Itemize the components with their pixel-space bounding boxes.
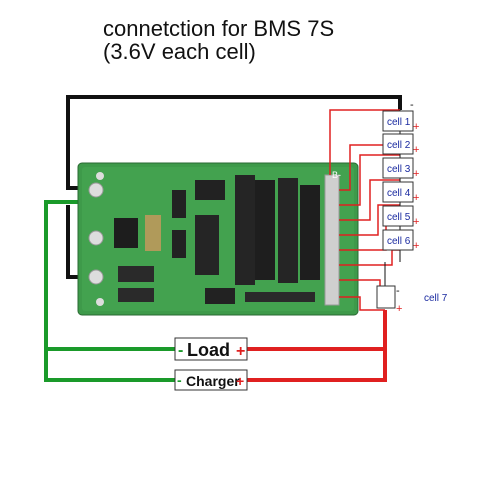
svg-text:-: - — [410, 99, 414, 111]
red-positive-wire — [247, 310, 387, 382]
diagram-title-line2: (3.6V each cell) — [103, 39, 256, 64]
load-terminal — [174, 337, 248, 361]
black-main-wire — [66, 95, 402, 190]
load-label: Load — [187, 340, 230, 360]
cell-1-label: cell 1 — [387, 117, 411, 128]
load-plus: + — [236, 343, 245, 360]
cell-3-label: cell 3 — [387, 164, 411, 175]
svg-text:+: + — [413, 168, 419, 180]
svg-text:-: - — [396, 285, 400, 297]
charger-plus: + — [236, 373, 244, 389]
cell-1: - + — [382, 99, 419, 133]
charger-label: Charger — [186, 373, 240, 389]
svg-text:+: + — [413, 240, 419, 252]
cell-7: - + — [376, 285, 402, 315]
svg-text:+: + — [413, 144, 419, 156]
cell-4: + — [382, 181, 419, 204]
svg-text:+: + — [396, 303, 402, 315]
cell-6: + — [382, 229, 419, 252]
cell-4-label: cell 4 — [387, 188, 411, 199]
cell-3: + — [382, 157, 419, 180]
load-minus: - — [178, 342, 183, 359]
svg-text:+: + — [413, 216, 419, 228]
cell-6-label: cell 6 — [387, 236, 411, 247]
cell-2: + — [382, 133, 419, 156]
bms-board — [77, 162, 359, 316]
svg-text:+: + — [413, 121, 419, 133]
diagram-title-line1: connetction for BMS 7S — [103, 16, 335, 41]
cell-2-label: cell 2 — [387, 140, 411, 151]
charger-terminal — [174, 369, 248, 391]
board-connector-label: B- — [332, 170, 341, 180]
green-negative-wire — [44, 200, 175, 382]
cell-5-label: cell 5 — [387, 212, 411, 223]
cell-5: + — [382, 205, 419, 228]
cell-7-label: cell 7 — [424, 293, 448, 304]
balance-wires — [329, 109, 400, 311]
svg-text:+: + — [413, 192, 419, 204]
charger-minus: - — [177, 372, 182, 388]
